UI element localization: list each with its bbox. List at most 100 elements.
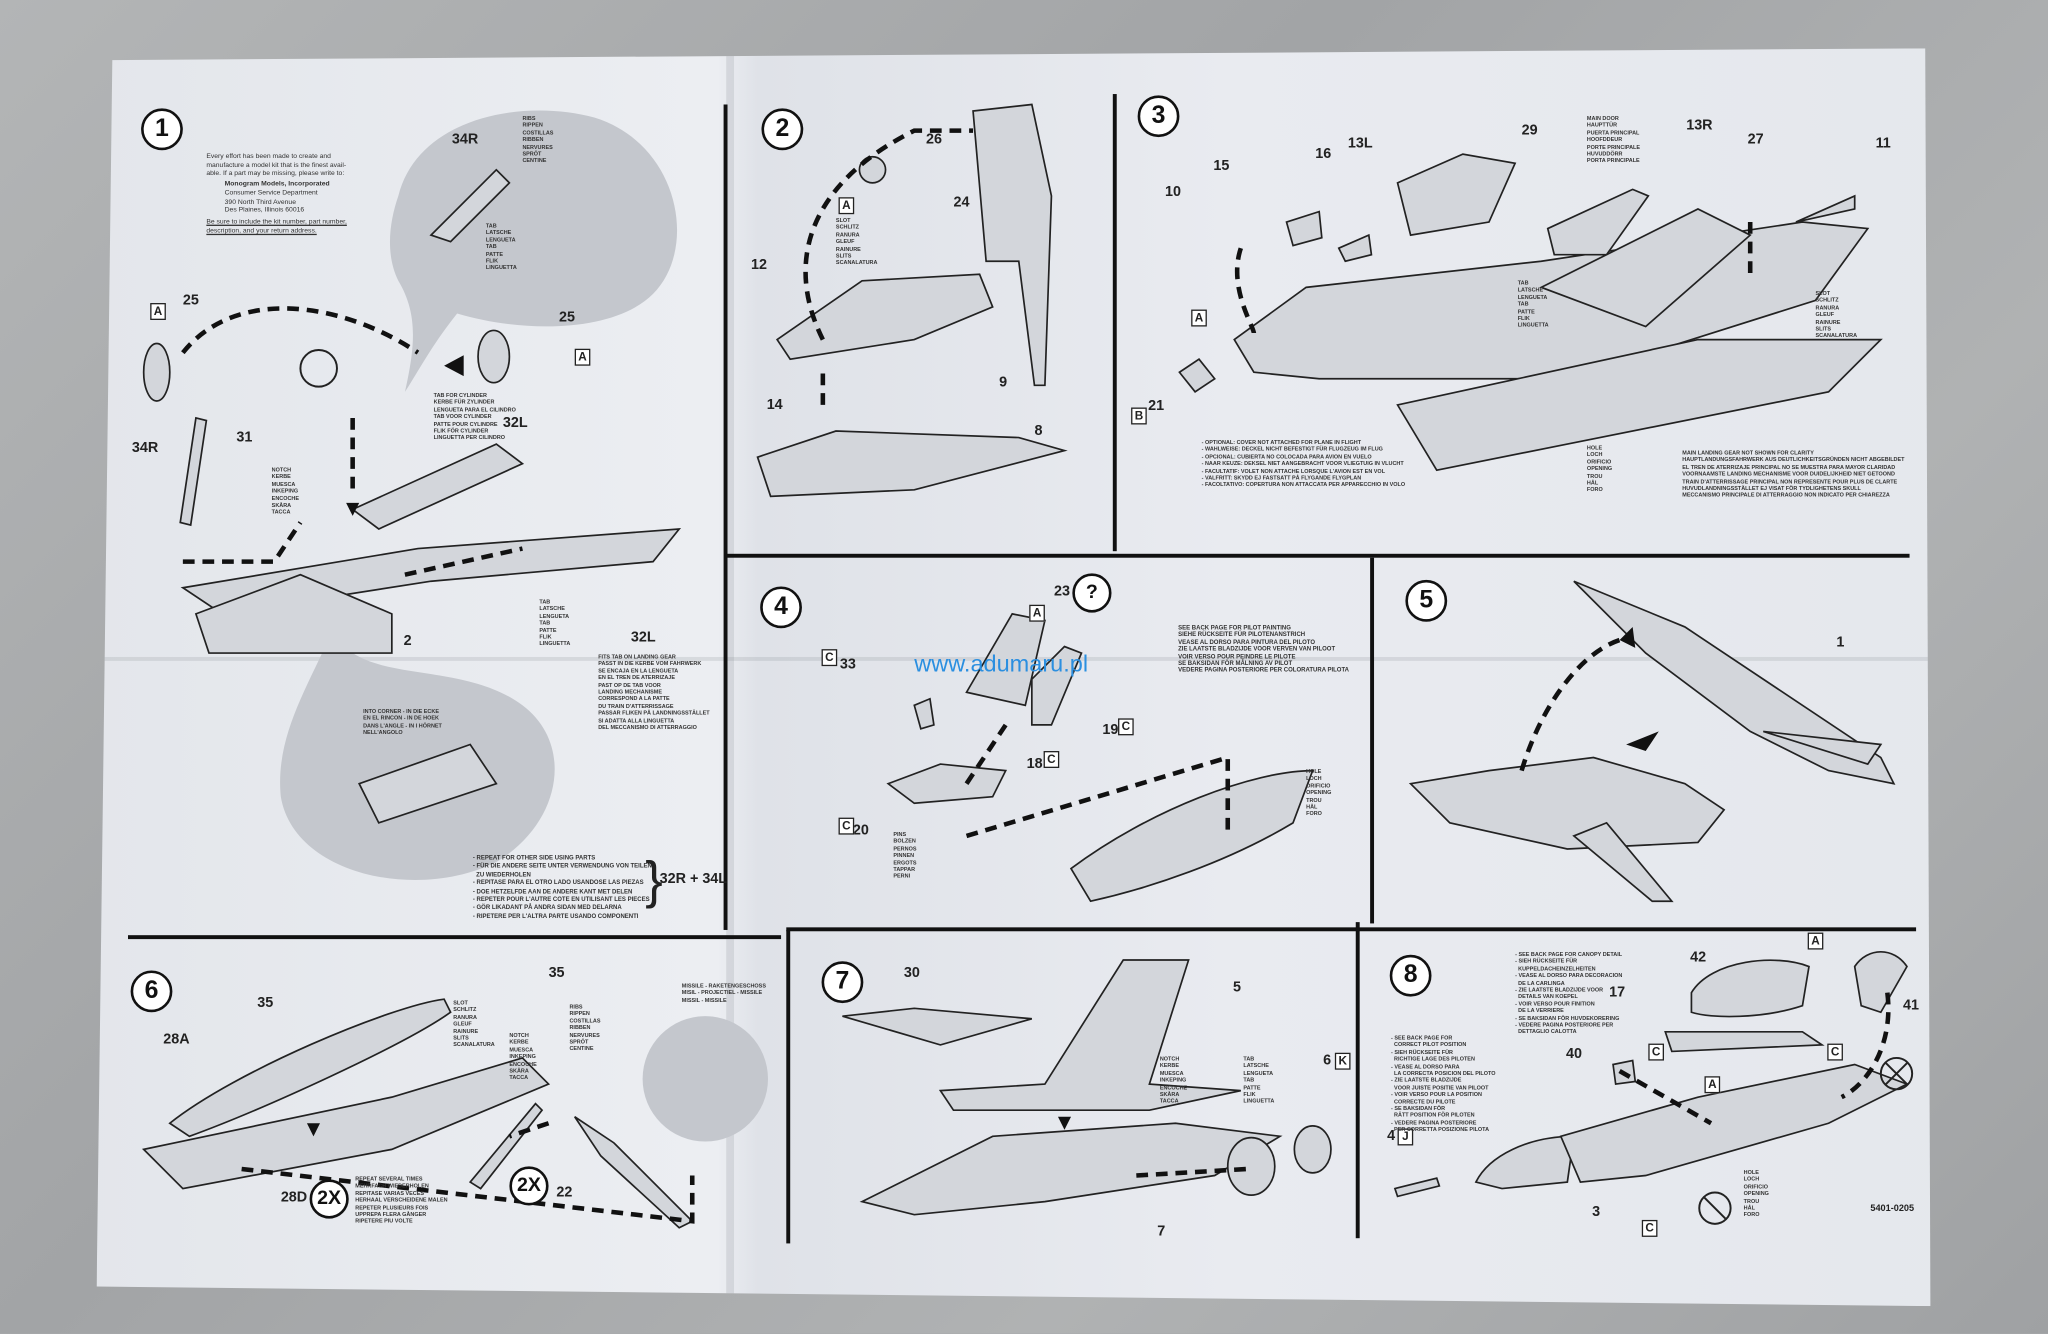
part-32L: 32L [502, 415, 528, 432]
part-30: 30 [903, 965, 920, 981]
part-9: 9 [999, 374, 1008, 391]
part-3: 3 [1592, 1204, 1601, 1220]
canopy-detail-note: - SEE BACK PAGE FOR CANOPY DETAIL - SIEH… [1515, 950, 1623, 1036]
intro-text: Every effort has been made to create and… [206, 152, 347, 178]
step-4-number: 4 [760, 586, 802, 629]
panel-divider [727, 553, 1910, 558]
part-19: 19 [1102, 722, 1119, 738]
step-3-number: 3 [1137, 95, 1180, 138]
notch-note: NOTCH KERBE MUESCA INKEPING ENCOCHE SKÅR… [271, 466, 300, 516]
no-glue-icons [299, 349, 1914, 1225]
part-35: 35 [548, 965, 565, 981]
quantity-2x-badge: 2X [509, 1166, 549, 1206]
part-42: 42 [1690, 949, 1707, 966]
repeat-several-note: REPEAT SEVERAL TIMES MEHRFACH WIEDERHOLE… [355, 1175, 448, 1225]
part-13R: 13R [1686, 117, 1713, 134]
part-29: 29 [1521, 122, 1538, 139]
detail-bubbles [280, 110, 768, 1142]
step-1-number: 1 [141, 108, 183, 151]
panel-divider [1355, 922, 1360, 1239]
panel-divider [723, 104, 728, 930]
part-15: 15 [1213, 158, 1230, 174]
part-34R: 34R [131, 440, 159, 456]
question-icon: ? [1072, 573, 1112, 613]
step-8-number: 8 [1389, 954, 1432, 997]
optional-cover-note: - OPTIONAL: COVER NOT ATTACHED FOR PLANE… [1201, 438, 1406, 488]
part-32L: 32L [630, 629, 656, 646]
hole-note: HOLE LOCH ORIFICIO OPENING TROU HÅL FORO [1743, 1168, 1769, 1218]
sprue-B-tag: B [1131, 407, 1147, 425]
watermark: www.adumaru.pl [914, 650, 1089, 677]
ribs-note: RIBS RIPPEN COSTILLAS RIBBEN NERVURES SP… [522, 114, 554, 164]
hole-note: HOLE LOCH ORIFICIO OPENING TROU HÅL FORO [1306, 767, 1332, 817]
sprue-C-tag: C [1648, 1043, 1664, 1061]
missile-note: MISSILE - RAKETENGESCHOSS MISIL - PROJEC… [681, 982, 766, 1003]
repeat-other-side-note: - REPEAT FOR OTHER SIDE USING PARTS - FÜ… [472, 854, 652, 920]
sprue-C-tag: C [1641, 1219, 1658, 1237]
part-14: 14 [766, 397, 783, 413]
repeat-parts-label: 32R + 34L [659, 871, 728, 887]
part-28A: 28A [163, 1031, 190, 1048]
sprue-A-tag: A [574, 348, 591, 366]
part-17: 17 [1609, 984, 1626, 1001]
part-33: 33 [839, 656, 856, 673]
panel-divider [127, 935, 782, 940]
step-2-number: 2 [761, 108, 804, 151]
sprue-A-tag: A [1191, 309, 1207, 327]
panel-divider [786, 929, 791, 1244]
sprue-C-tag: C [1118, 718, 1134, 736]
part-27: 27 [1747, 131, 1764, 148]
notch-note: NOTCH KERBE MUESCA INKEPING ENCOCHE SKÅR… [509, 1031, 537, 1081]
cylinder-note: TAB FOR CYLINDER KERBE FÜR ZYLINDER LENG… [433, 391, 516, 441]
main-gear-note: MAIN LANDING GEAR NOT SHOWN FOR CLARITY … [1682, 449, 1905, 499]
part-41: 41 [1903, 997, 1920, 1014]
part-31: 31 [236, 429, 253, 446]
panel-divider [786, 927, 1917, 932]
part-13L: 13L [1347, 135, 1373, 152]
part-5: 5 [1232, 979, 1241, 996]
sprue-C-tag: C [821, 649, 838, 667]
part-6: 6 [1323, 1052, 1332, 1069]
pilot-painting-note: SEE BACK PAGE FOR PILOT PAINTING SIEHE R… [1178, 624, 1350, 674]
part-34R: 34R [451, 131, 479, 148]
part-1: 1 [1836, 634, 1845, 651]
quantity-2x-badge: 2X [309, 1179, 349, 1219]
tab-note: TAB LATSCHE LENGUETA TAB PATTE FLIK LING… [1243, 1055, 1275, 1105]
step-5-number: 5 [1405, 579, 1448, 622]
part-28D: 28D [280, 1189, 308, 1206]
part-26: 26 [926, 131, 943, 148]
pins-note: PINS BOLZEN PERNOS PINNEN ERGOTS TAPPAR … [893, 830, 917, 880]
sprue-A-tag: A [838, 197, 855, 215]
tab-note: TAB LATSCHE LENGUETA TAB PATTE FLIK LING… [485, 222, 517, 271]
notch-note: NOTCH KERBE MUESCA INKEPING ENCOCHE SKÅR… [1159, 1055, 1188, 1105]
part-35: 35 [257, 995, 274, 1011]
sprue-C-tag: C [1043, 751, 1060, 768]
part-2: 2 [403, 633, 412, 650]
arrow-heads [306, 355, 1659, 1137]
slot-note: SLOT SCHLITZ RANURA GLEUF RAINURE SLITS … [1815, 289, 1858, 339]
part-20: 20 [852, 822, 869, 839]
part-24: 24 [953, 194, 970, 211]
panel-divider [1112, 94, 1117, 552]
sprue-C-tag: C [1827, 1043, 1843, 1061]
slot-note: SLOT SCHLITZ RANURA GLEUF RAINURE SLITS … [453, 999, 495, 1049]
step-6-number: 6 [130, 970, 173, 1013]
part-12: 12 [751, 257, 768, 273]
company-address: Consumer Service Department 390 North Th… [224, 189, 318, 215]
landing-gear-note: FITS TAB ON LANDING GEAR PASST IN DIE KE… [598, 653, 710, 731]
tab-note: TAB LATSCHE LENGUETA TAB PATTE FLIK LING… [539, 598, 571, 648]
step-7-number: 7 [821, 961, 864, 1004]
intro-footer: Be sure to include the kit number, part … [206, 218, 347, 235]
part-21: 21 [1148, 398, 1165, 415]
pilot-position-note: - SEE BACK PAGE FOR CORRECT PILOT POSITI… [1391, 1034, 1496, 1133]
company-name: Monogram Models, Incorporated [224, 180, 330, 189]
part-8: 8 [1034, 423, 1043, 439]
part-16: 16 [1315, 146, 1332, 162]
sprue-A-tag: A [150, 303, 166, 320]
part-22: 22 [556, 1184, 573, 1201]
brace: } [645, 851, 663, 910]
part-7: 7 [1157, 1223, 1166, 1240]
part-40: 40 [1566, 1046, 1583, 1062]
